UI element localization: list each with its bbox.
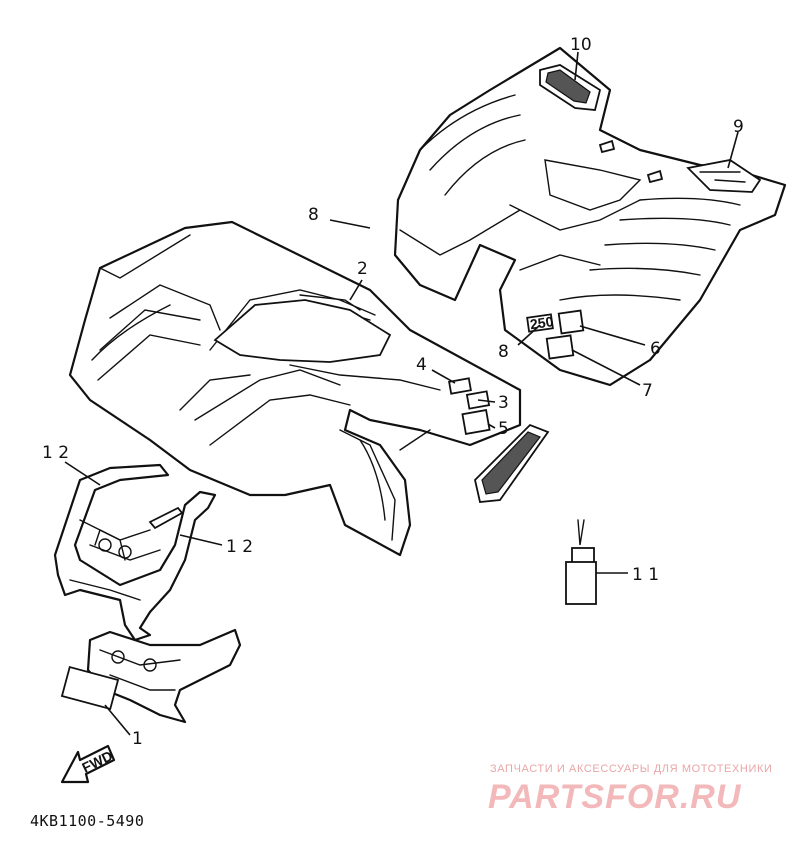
callout-11: 1 1 <box>632 565 659 585</box>
watermark-tagline: ЗАПЧАСТИ И АКСЕССУАРЫ ДЛЯ МОТОТЕХНИКИ <box>490 763 772 775</box>
watermark: ЗАПЧАСТИ И АКСЕССУАРЫ ДЛЯ МОТОТЕХНИКИ PA… <box>488 763 772 816</box>
fwd-arrow: FWD <box>60 744 116 784</box>
callout-3: 3 <box>498 393 509 413</box>
callout-7: 7 <box>642 381 653 401</box>
front-fender <box>68 220 550 557</box>
fwd-arrow-label: FWD <box>79 747 115 775</box>
watermark-brand: PARTSFOR.RU <box>488 778 742 816</box>
callout-8-mid: 8 <box>498 342 509 362</box>
callout-4: 4 <box>416 355 427 375</box>
diagram-code: 4KB1100-5490 <box>30 812 144 830</box>
front-panel <box>60 628 242 724</box>
callout-10: 10 <box>570 35 592 55</box>
callout-5: 5 <box>498 419 509 439</box>
callout-12-right: 1 2 <box>226 537 253 557</box>
callout-2: 2 <box>357 259 368 279</box>
callout-numbers: 10 9 8 2 4 3 5 8 6 7 1 1 1 2 1 2 1 <box>42 35 744 749</box>
warning-tag <box>565 519 597 605</box>
callout-6: 6 <box>650 339 661 359</box>
callout-1: 1 <box>132 729 143 749</box>
leader-lines <box>64 51 739 736</box>
callout-12-left: 1 2 <box>42 443 69 463</box>
front-bumper-guard <box>53 463 217 642</box>
callout-8-top: 8 <box>308 205 319 225</box>
rear-fender: 250 <box>393 46 787 387</box>
decal-250-text: 250 <box>529 313 555 332</box>
callout-9: 9 <box>733 117 744 137</box>
